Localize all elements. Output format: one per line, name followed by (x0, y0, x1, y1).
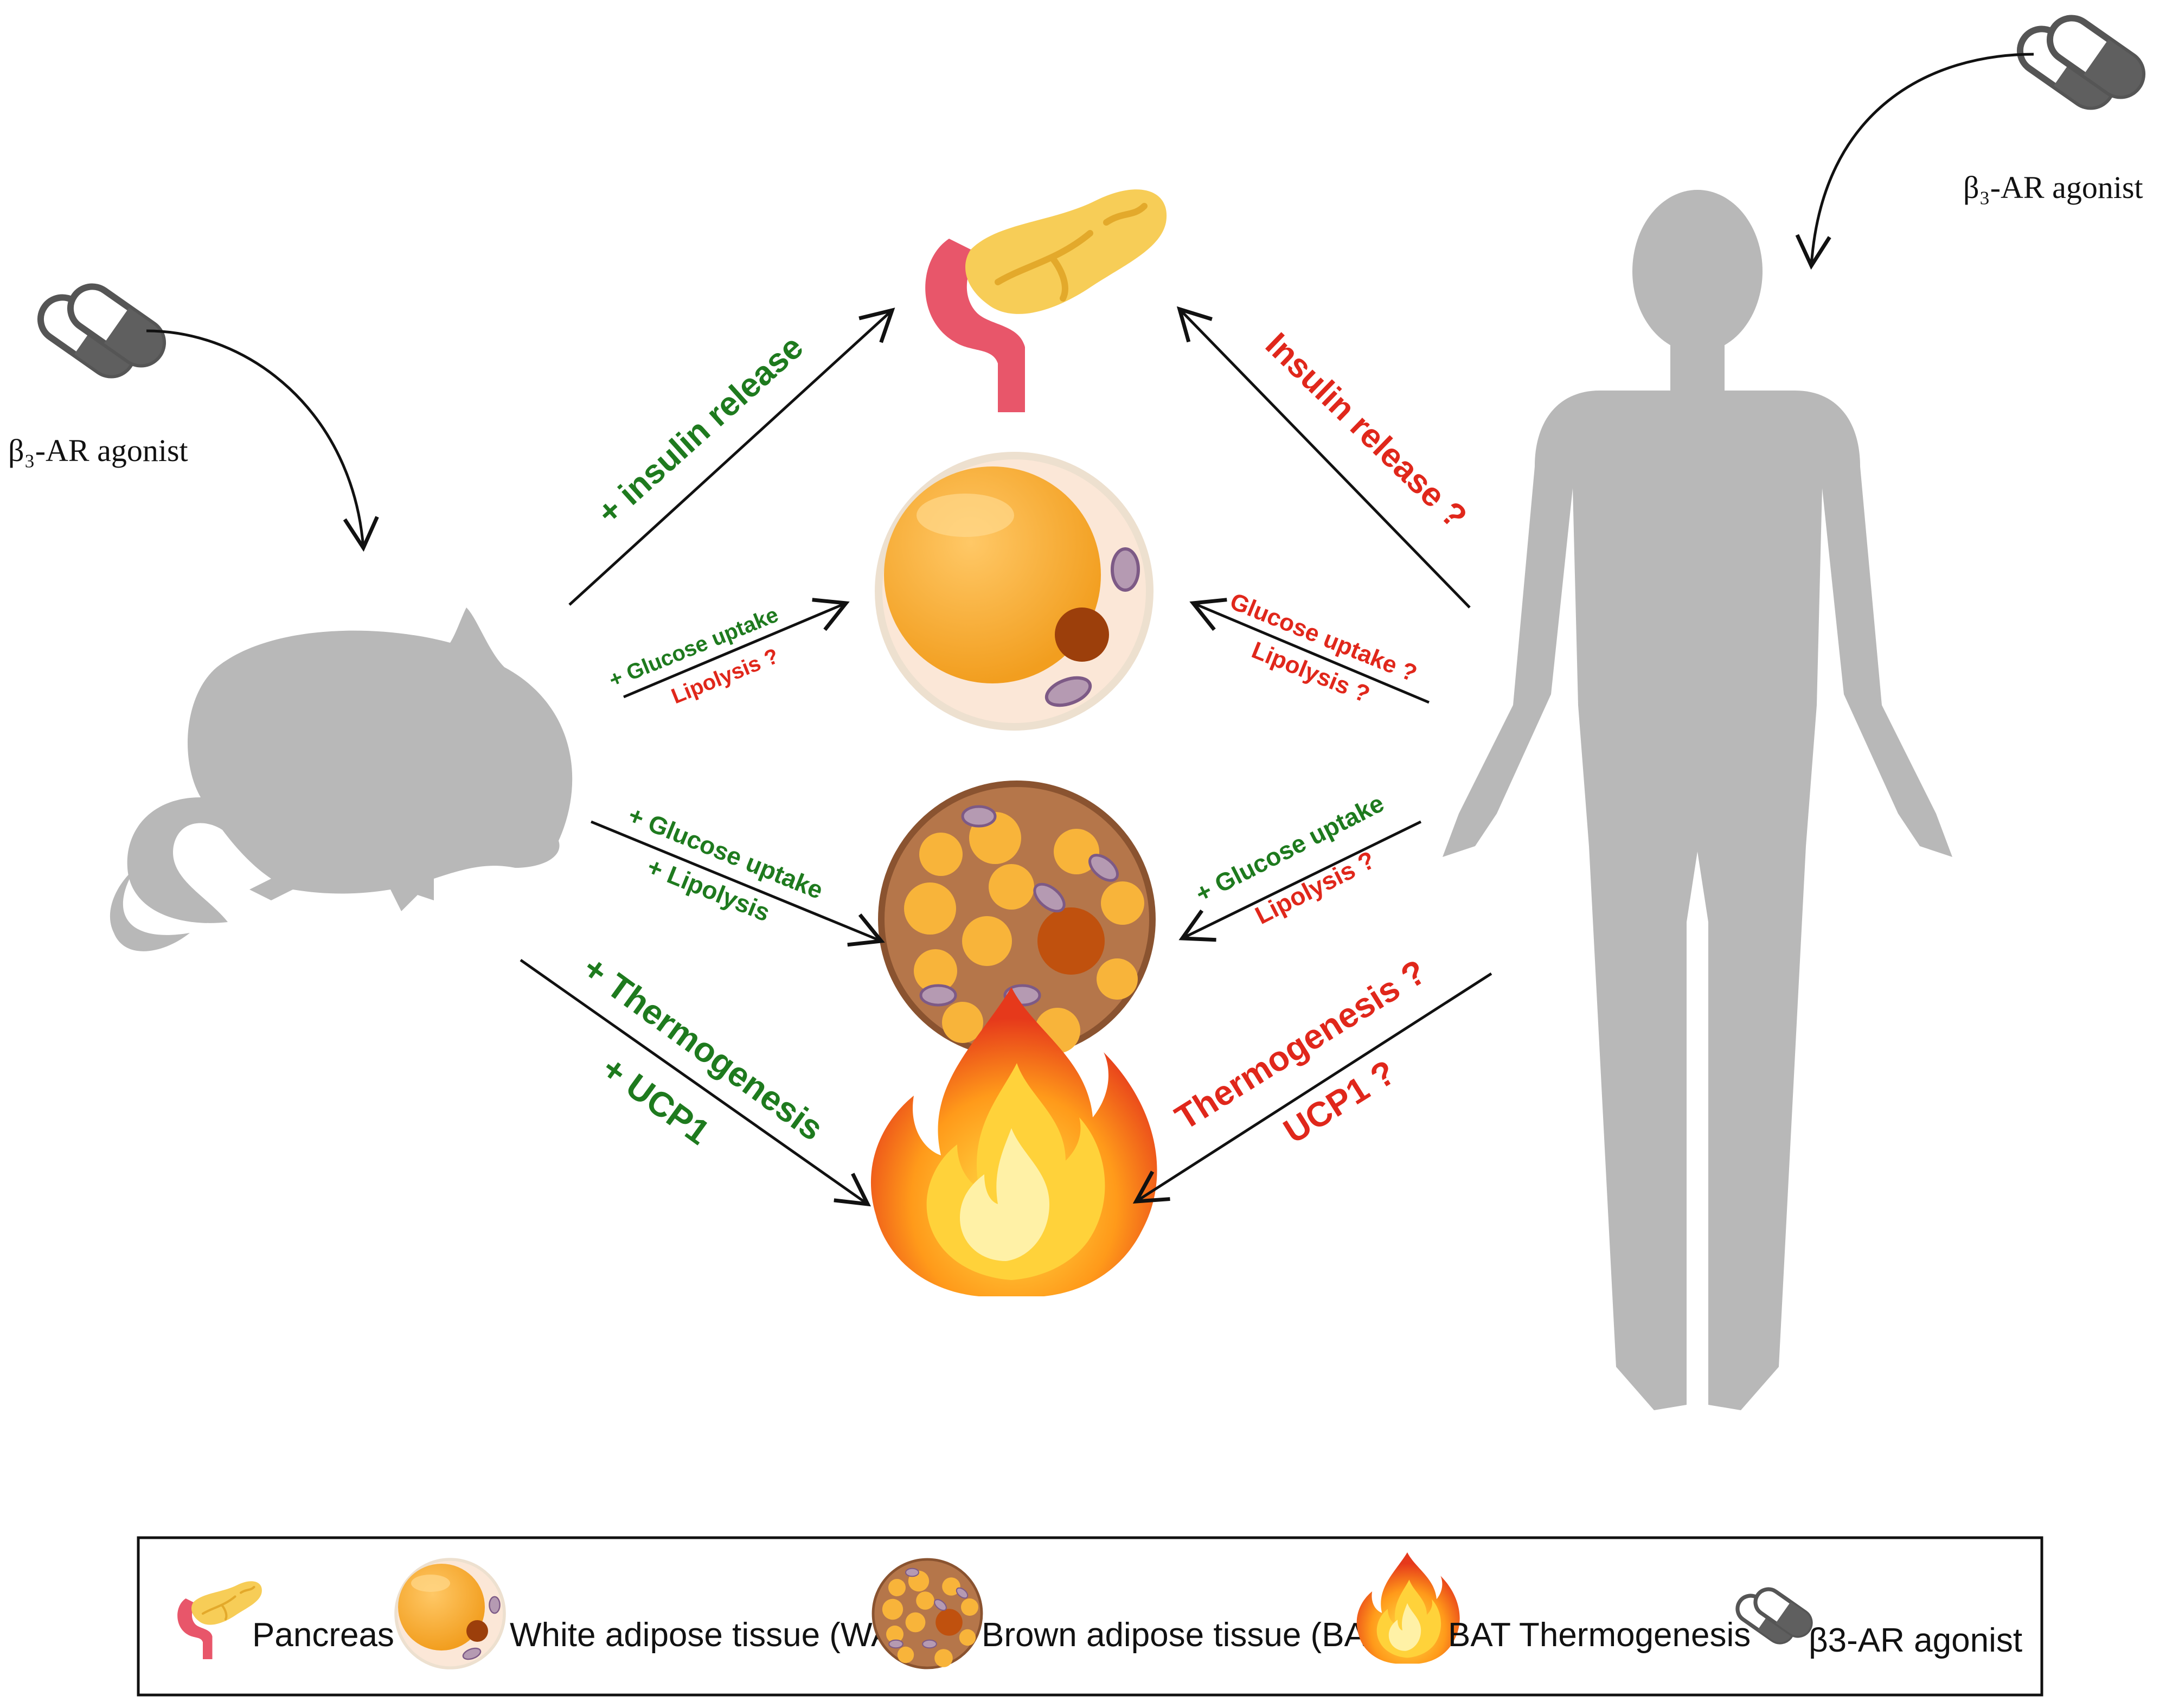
mouse-silhouette (110, 607, 573, 951)
human-agonist-group: β₃-AR agonist (1795, 10, 2151, 270)
legend-item-agonist: β3-AR agonist (1733, 1584, 2022, 1659)
wat-cell-icon (396, 1559, 504, 1668)
bat-cell-icon (873, 1559, 982, 1668)
human-bat-arrow (1178, 820, 1422, 942)
mouse-insulin-label: + insulin release (590, 328, 810, 532)
human-thermo-arrow (1132, 972, 1492, 1204)
human-silhouette (1443, 190, 1952, 1410)
mouse-wat-arrow (623, 598, 850, 699)
pancreas-icon (925, 189, 1167, 412)
mouse-agonist-arrow (146, 329, 379, 552)
mouse-agonist-group: β₃-AR agonist (8, 278, 379, 552)
legend-box: Pancreas White adipose tissue (WAT) Brow… (137, 1536, 2043, 1697)
human-agonist-label: β₃-AR agonist (1963, 170, 2143, 205)
legend-item-thermogenesis: BAT Thermogenesis (1356, 1552, 1751, 1664)
pill-icon (2011, 10, 2151, 116)
human-insulin-arrow (1176, 306, 1471, 609)
legend-item-bat: Brown adipose tissue (BAT) (873, 1559, 1396, 1668)
wat-cell-icon (879, 456, 1150, 727)
mouse-insulin-arrow (568, 308, 895, 606)
legend-label-thermogenesis: BAT Thermogenesis (1448, 1616, 1751, 1654)
mouse-bat-arrow (591, 820, 885, 947)
legend-label-bat: Brown adipose tissue (BAT) (982, 1616, 1396, 1654)
legend-label-agonist: β3-AR agonist (1809, 1622, 2022, 1659)
human-wat-arrow (1189, 598, 1430, 704)
human-insulin-label: Insulin release ? (1258, 325, 1473, 535)
mouse-thermo-arrow (520, 958, 871, 1207)
legend-label-pancreas: Pancreas (252, 1616, 394, 1654)
legend-item-wat: White adipose tissue (WAT) (396, 1559, 922, 1668)
human-agonist-arrow (1795, 53, 2034, 270)
fire-icon (870, 987, 1157, 1296)
mouse-agonist-label: β₃-AR agonist (8, 433, 188, 468)
legend-label-wat: White adipose tissue (WAT) (510, 1616, 922, 1654)
legend-item-pancreas: Pancreas (177, 1581, 394, 1659)
